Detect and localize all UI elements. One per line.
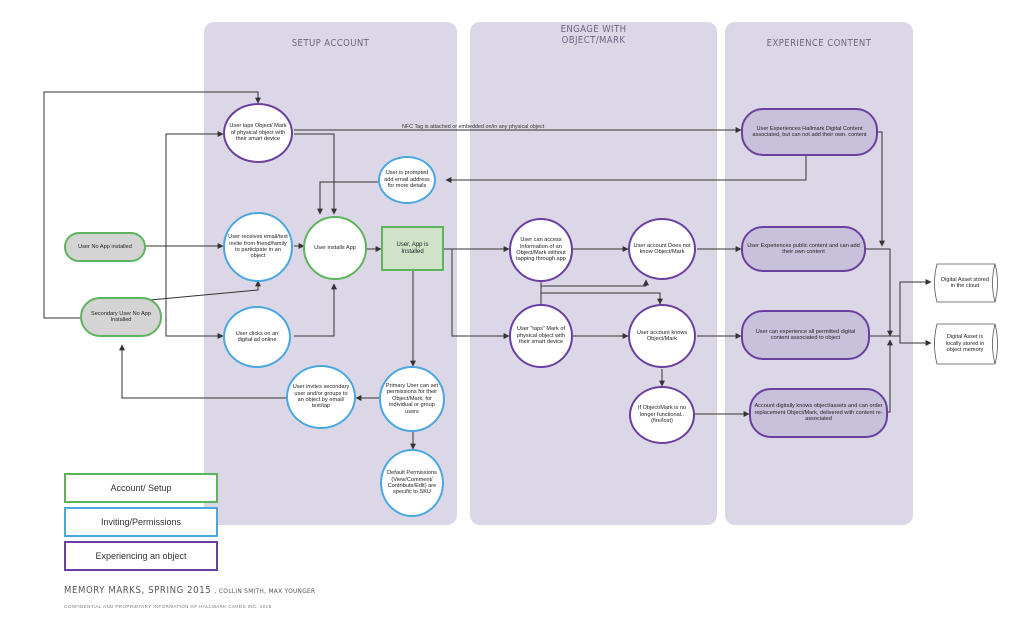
edge-invites-to-secondary (119, 344, 288, 399)
edge-clicks-to-installs (294, 283, 337, 337)
node-no-longer-functional[interactable]: If Object/Mark is no longer functional..… (629, 386, 695, 444)
node-user-taps-object[interactable]: User taps Object/ Mark of physical objec… (223, 103, 293, 163)
node-local-memory[interactable]: Digital Asset is locally stored in objec… (931, 322, 1001, 366)
node-user-clicks-ad[interactable]: User clicks on an digital ad online (223, 306, 291, 368)
node-permitted-content[interactable]: User can experience all permitted digita… (741, 310, 870, 360)
lane-title-engage-line2: OBJECT/MARK (561, 35, 626, 46)
footer-title: MEMORY MARKS, SPRING 2015 , COLLIN SMITH… (64, 585, 315, 596)
edge-branch-to-taps (165, 131, 224, 246)
edge-secondary-to-taps (43, 91, 261, 319)
lane-title-setup: SETUP ACCOUNT (291, 38, 370, 49)
node-app-installed[interactable]: User, App is Installed (381, 226, 444, 271)
legend-account-setup: Account/ Setup (64, 473, 218, 503)
legend-experiencing-object: Experiencing an object (64, 541, 218, 571)
node-primary-user[interactable]: Primary User can set permissions for the… (379, 366, 445, 432)
node-public-content[interactable]: User Experiences public content and can … (741, 226, 866, 272)
node-user-invites[interactable]: User invites secondary user and/or group… (286, 365, 356, 429)
node-secondary-user[interactable]: Secondary User No App Installed (80, 297, 162, 337)
legend-inviting-permissions: Inviting/Permissions (64, 507, 218, 537)
node-user-receives-invite[interactable]: User receives email/text invite from fri… (223, 212, 293, 282)
node-user-installs-app[interactable]: User installs App (303, 216, 367, 280)
node-user-no-app[interactable]: User No App installed (64, 232, 146, 262)
node-cloud-storage[interactable]: Digital Asset stored in the cloud (931, 262, 1001, 304)
edge-permitted-to-local (870, 335, 932, 346)
edge-branch-to-clicks (165, 246, 224, 339)
footer-title-text: MEMORY MARKS, SPRING 2015 (64, 585, 212, 596)
node-taps-mark[interactable]: User "taps" Mark of physical object with… (509, 304, 573, 368)
footer-byline: , COLLIN SMITH, MAX YOUNGER (214, 587, 316, 595)
node-user-prompted[interactable]: User is prompted add email address for m… (378, 156, 436, 204)
edge-tapsmark-to-dnk (540, 279, 649, 304)
edge-public-to-join (866, 248, 893, 337)
node-default-permissions[interactable]: Default Permissions (View/Comment/ Contr… (380, 449, 444, 517)
edge-hallmark-to-prompted (445, 156, 807, 183)
node-hallmark-content[interactable]: User Experiences Hallmark Digital Conten… (741, 108, 878, 156)
cylinder-shape (934, 323, 998, 365)
edge-join-to-cloud (899, 279, 932, 336)
cylinder-shape (934, 263, 998, 303)
node-knows-object[interactable]: User account knows Object/Mark (628, 304, 696, 368)
node-does-not-know[interactable]: User account Does not know Object/Mark (628, 218, 696, 280)
node-order-replacement[interactable]: Account digitally knows object/assets an… (749, 388, 888, 438)
edge-taps-to-installs (294, 133, 337, 215)
lane-experience-content: EXPERIENCE CONTENT (725, 22, 913, 525)
edge-prompted-to-installs (317, 181, 378, 215)
footer-confidential-note: CONFIDENTIAL AND PROPRIETARY INFORMATION… (64, 604, 272, 609)
node-access-info[interactable]: User can access information of an Object… (509, 218, 573, 282)
edge-order-to-join (887, 339, 893, 413)
edge-app-to-tapsmark (451, 249, 510, 339)
edge-secondary-to-receives (149, 280, 261, 301)
lane-title-engage: ENGAGE WITH OBJECT/MARK (470, 24, 717, 46)
edge-hallmark-to-cloud (878, 131, 885, 247)
edge-label-nfc: NFC Tag is attached or embedded on/in an… (402, 124, 545, 130)
node-local-memory-label: Digital Asset is locally stored in objec… (945, 334, 985, 354)
lane-title-experience: EXPERIENCE CONTENT (766, 38, 872, 49)
lane-title-engage-line1: ENGAGE WITH (560, 24, 627, 35)
node-cloud-label: Digital Asset stored in the cloud (941, 276, 989, 289)
edge-access-to-knows (540, 281, 663, 305)
